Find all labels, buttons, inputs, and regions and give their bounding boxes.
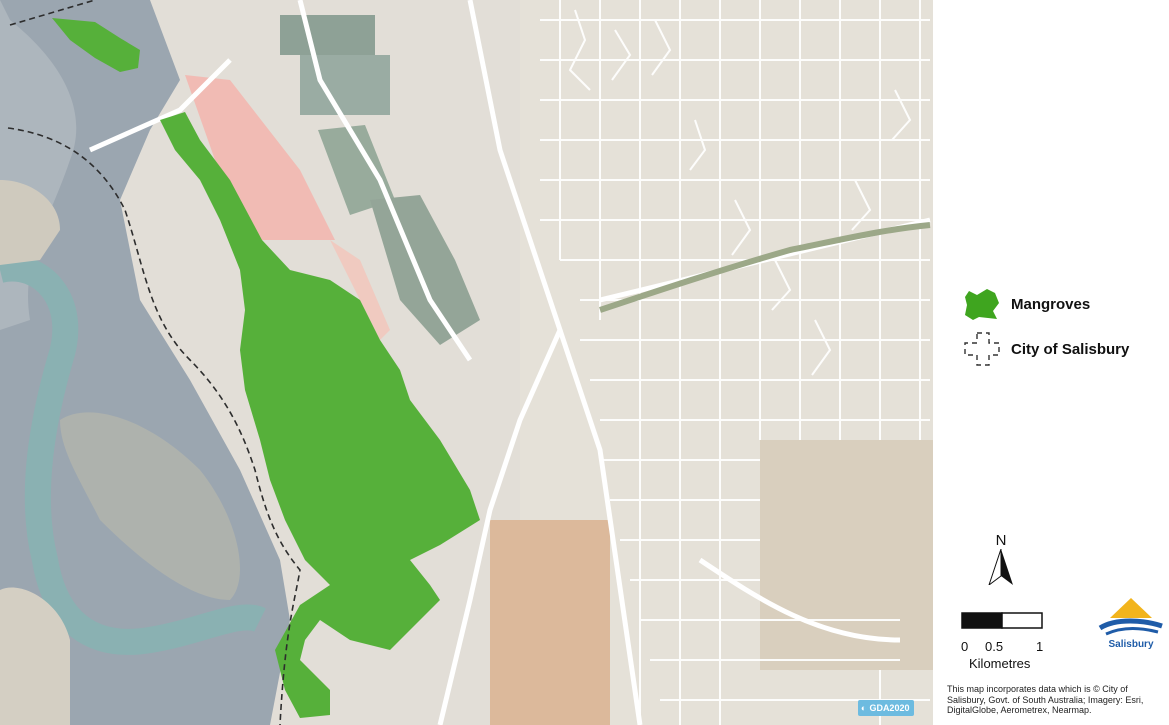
pond xyxy=(370,195,480,345)
city-of-salisbury-logo-icon xyxy=(1098,598,1163,636)
river-channel xyxy=(0,255,266,655)
salt-pan xyxy=(185,75,335,240)
dashed-boundary-icon xyxy=(964,332,1000,366)
scale-tick: 0 xyxy=(961,639,969,654)
north-arrow: N xyxy=(981,532,1021,590)
mudflat xyxy=(60,412,240,600)
legend-label: Mangroves xyxy=(1011,295,1091,313)
pond xyxy=(280,15,375,55)
major-roads xyxy=(88,0,931,725)
council-boundary xyxy=(7,127,301,725)
map-side-panel: Mangroves City of Salisbury N 0 0.5 1 Ki… xyxy=(933,0,1169,725)
datum-badge-label: GDA2020 xyxy=(869,703,910,713)
legend-item-mangroves: Mangroves xyxy=(963,287,1090,321)
legend-label: City of Salisbury xyxy=(1011,340,1130,358)
pond xyxy=(318,125,395,215)
imagery-fade xyxy=(0,0,933,725)
port-land xyxy=(0,587,70,725)
scale-bar: 0 0.5 1 Kilometres xyxy=(961,612,1043,671)
mangrove-patch-icon xyxy=(965,289,999,320)
aerial-imagery xyxy=(0,0,933,725)
legend-item-city-boundary: City of Salisbury xyxy=(963,331,1129,367)
scale-tick: 1 xyxy=(1036,639,1044,654)
scale-bar-graphic xyxy=(961,612,1043,629)
mangrove-area xyxy=(160,112,480,718)
datum-badge: ◐ GDA2020 xyxy=(858,700,915,716)
scale-tick: 0.5 xyxy=(985,639,1004,654)
logo-text: Salisbury xyxy=(1108,639,1154,650)
salt-pan-strip xyxy=(330,240,390,340)
salt-fields xyxy=(490,520,610,725)
scale-unit: Kilometres xyxy=(969,656,1031,671)
north-label: N xyxy=(995,532,1007,549)
creek xyxy=(599,222,931,313)
city-of-salisbury-logo: Salisbury xyxy=(1091,594,1169,650)
map-canvas[interactable]: ◐ GDA2020 xyxy=(0,0,933,725)
data-credit: This map incorporates data which is © Ci… xyxy=(947,684,1144,715)
mangrove-area xyxy=(52,18,140,72)
council-boundary xyxy=(9,0,96,26)
peninsula-land xyxy=(0,180,60,265)
globe-icon: ◐ xyxy=(861,703,867,713)
street-network xyxy=(540,0,930,725)
north-arrow-icon xyxy=(988,548,1013,587)
mangrove-areas xyxy=(52,18,480,718)
